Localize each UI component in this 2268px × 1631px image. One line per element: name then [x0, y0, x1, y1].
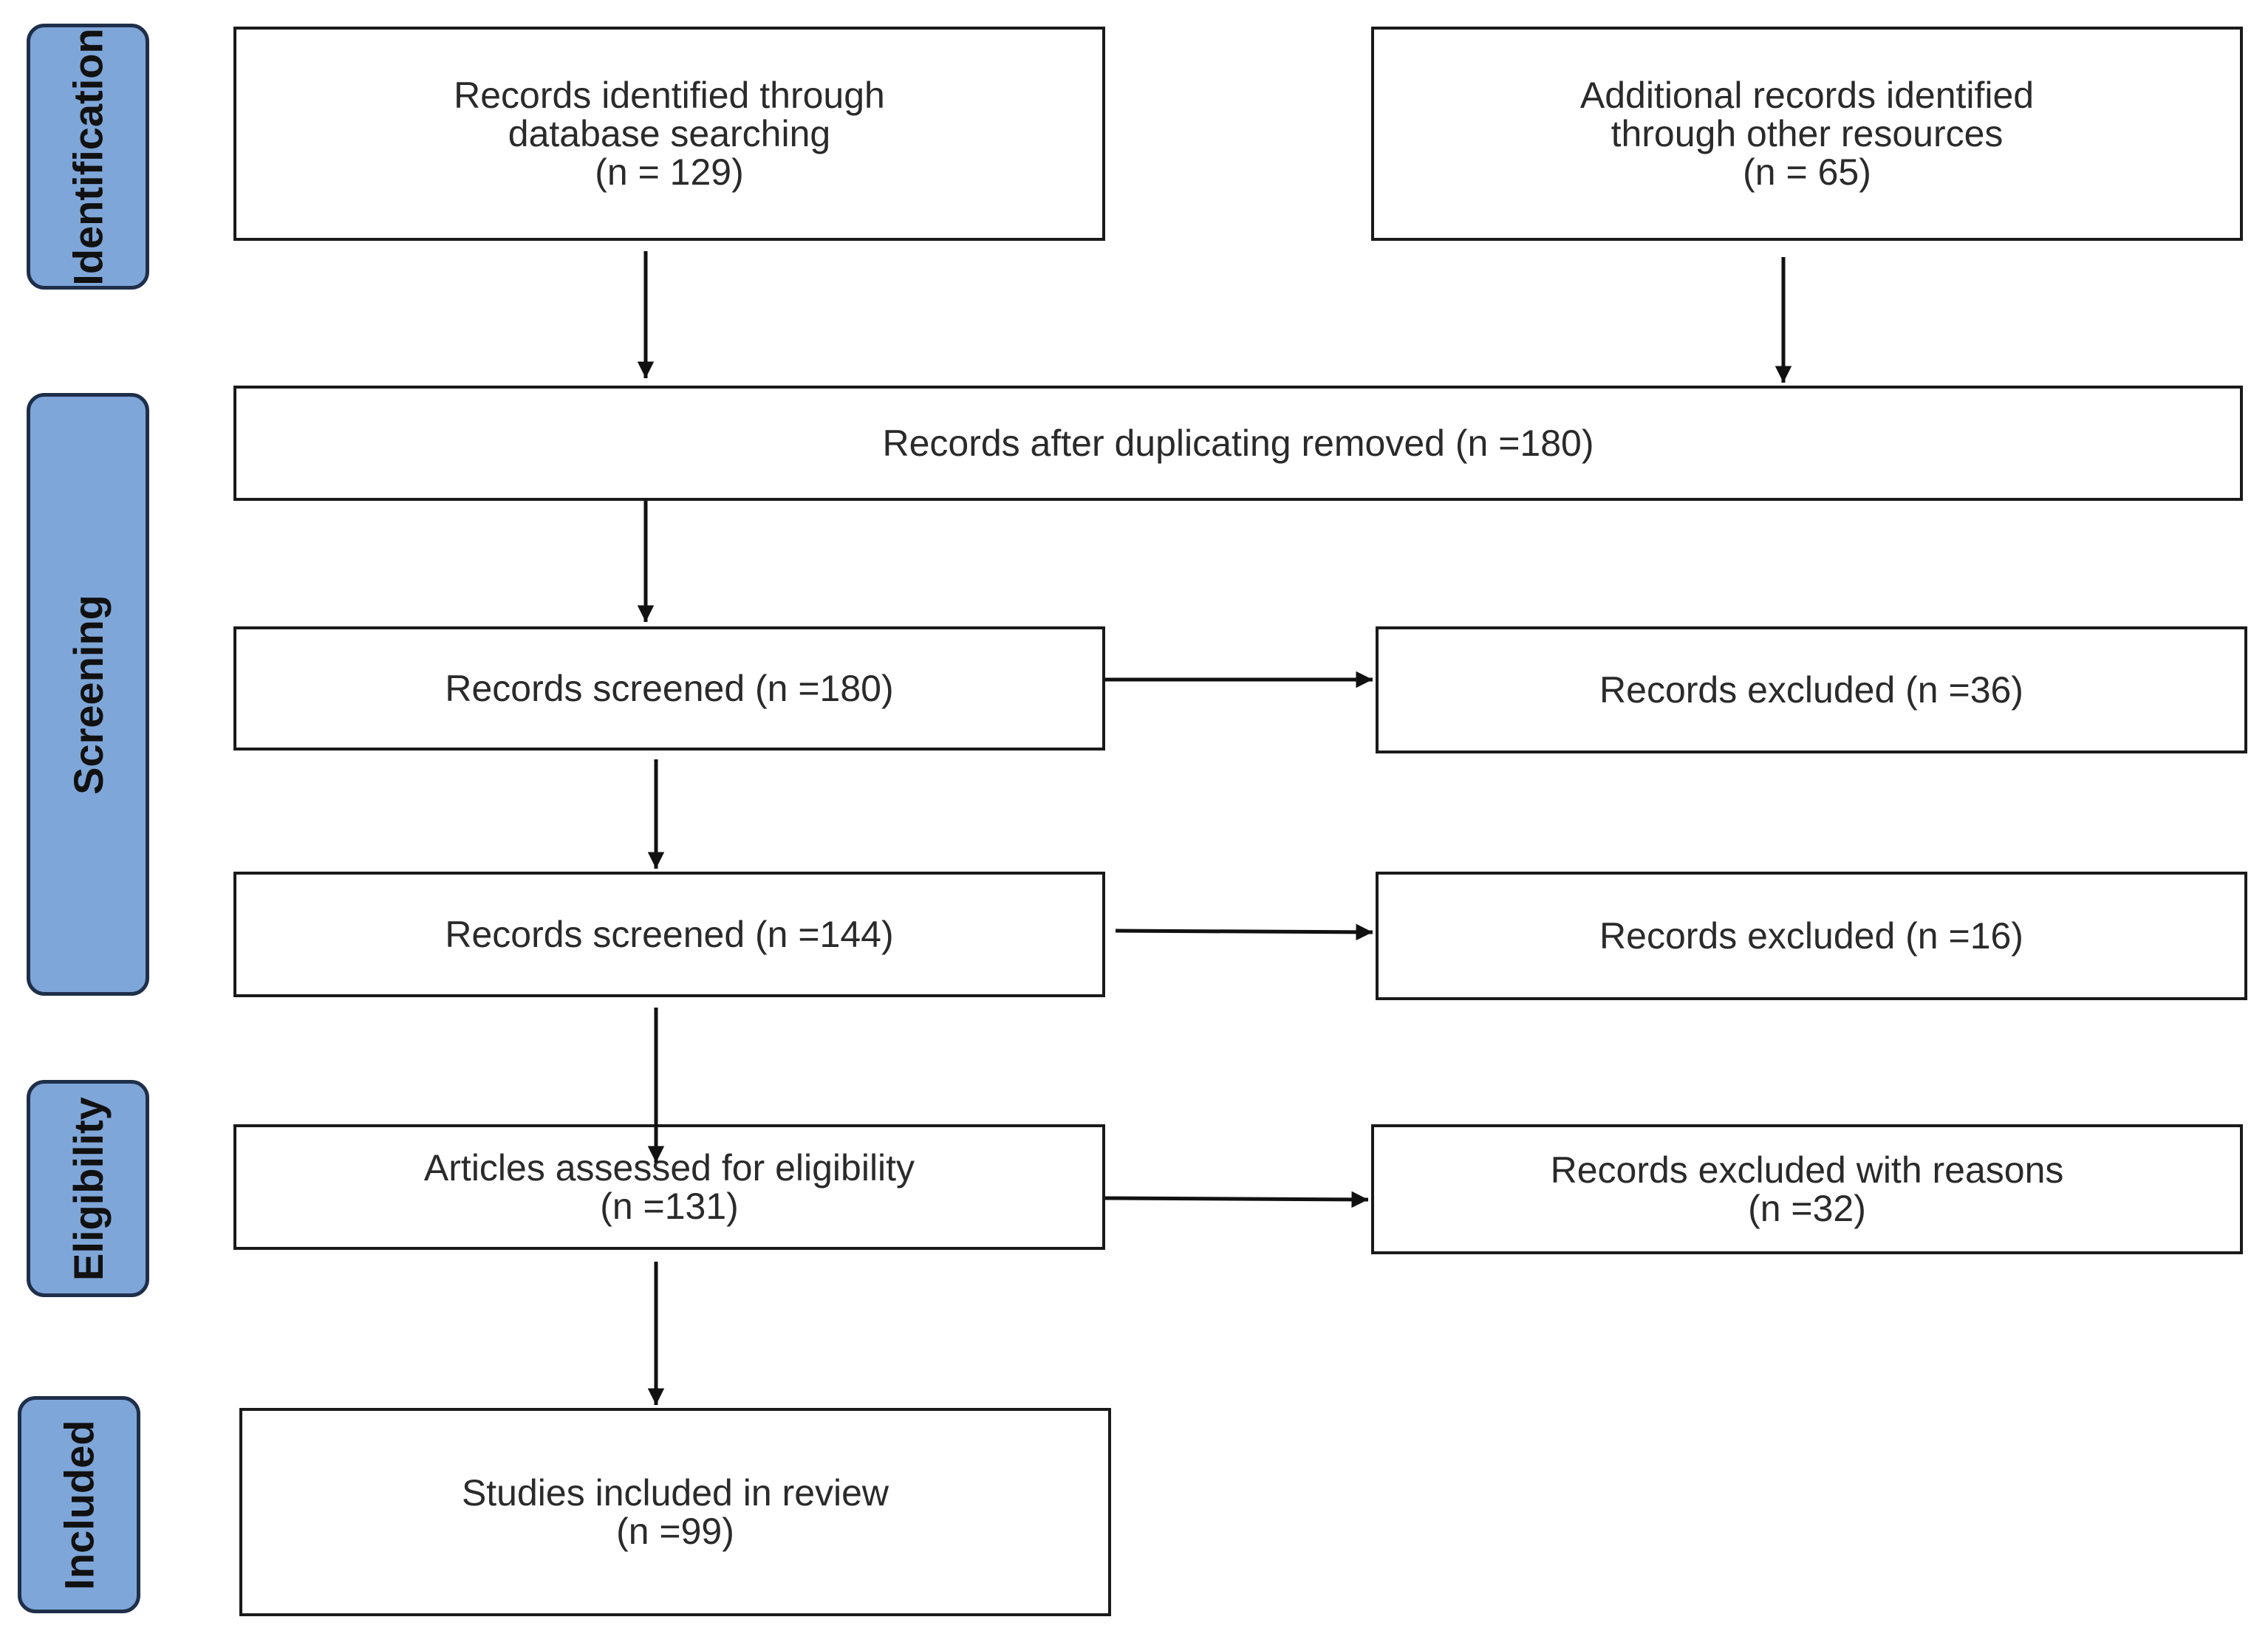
- box-excluded-2: Records excluded (n =16): [1376, 872, 2247, 1000]
- box-excluded-1: Records excluded (n =36): [1376, 626, 2247, 753]
- stage-tab-eligibility: Eligibility: [27, 1080, 149, 1297]
- box-count: (n =32): [1748, 1188, 1866, 1229]
- box-text-line: Records screened (n =180): [445, 668, 894, 709]
- box-duplicates-removed: Records after duplicating removed (n =18…: [233, 386, 2243, 501]
- box-count: (n =131): [600, 1186, 739, 1227]
- box-count: (n =99): [616, 1511, 734, 1552]
- box-text-line: Records screened (n =144): [445, 914, 894, 955]
- stage-label-screening: Screening: [64, 594, 112, 795]
- box-text-line: Records excluded (n =16): [1599, 915, 2023, 957]
- stage-label-identification: Identification: [64, 27, 112, 286]
- stage-tab-included: Included: [18, 1396, 140, 1613]
- stage-tab-identification: Identification: [27, 24, 149, 290]
- stage-tab-screening: Screening: [27, 393, 149, 996]
- arrow-eligibility-to-excluded-reasons: [1104, 1191, 1369, 1208]
- arrow-screened-2-to-excluded-2: [1115, 923, 1373, 941]
- box-text-line: Records excluded with reasons: [1550, 1149, 2064, 1191]
- box-excluded-reasons: Records excluded with reasons (n =32): [1371, 1124, 2243, 1254]
- box-count: (n = 129): [595, 151, 744, 193]
- box-screened-1: Records screened (n =180): [233, 626, 1105, 750]
- box-text-line: Studies included in review: [461, 1472, 889, 1514]
- box-text-line: Records after duplicating removed (n =18…: [882, 423, 1594, 464]
- box-text-line: Records excluded (n =36): [1599, 669, 2023, 711]
- stage-label-eligibility: Eligibility: [64, 1096, 112, 1281]
- box-count: (n = 65): [1743, 151, 1871, 193]
- stage-label-included: Included: [55, 1419, 103, 1590]
- box-screened-2: Records screened (n =144): [233, 872, 1105, 997]
- box-text-line: Articles assessed for eligibility: [423, 1147, 915, 1189]
- box-text-line: Additional records identified: [1579, 75, 2035, 116]
- box-eligibility-assessed: Articles assessed for eligibility (n =13…: [233, 1124, 1105, 1250]
- box-included-studies: Studies included in review (n =99): [239, 1408, 1111, 1616]
- box-text-line: through other resources: [1611, 113, 2004, 154]
- box-other-resources: Additional records identified through ot…: [1371, 27, 2243, 241]
- box-text-line: database searching: [508, 113, 831, 154]
- box-database-search: Records identified through database sear…: [233, 27, 1105, 241]
- box-text-line: Records identified through: [454, 75, 885, 116]
